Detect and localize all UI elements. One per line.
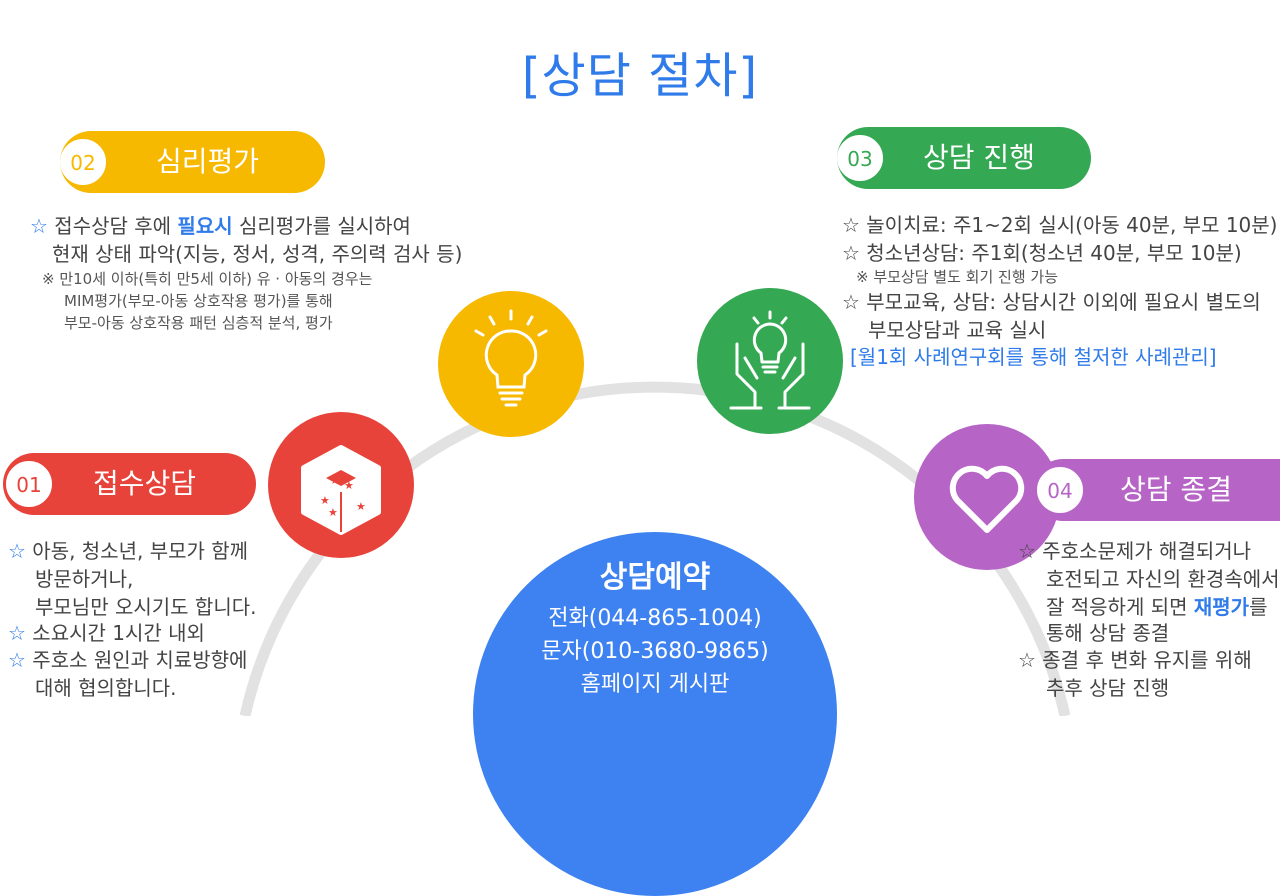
- svg-text:★: ★: [340, 470, 350, 483]
- step-02-note-3: 부모-아동 상호작용 패턴 심층적 분석, 평가: [64, 314, 333, 332]
- heart-icon: [949, 465, 1025, 533]
- step-01-label: 접수상담: [92, 467, 197, 500]
- step-03-note: ※ 부모상담 별도 회기 진행 가능: [856, 268, 1059, 286]
- reassessment-highlight: 재평가: [1193, 595, 1250, 619]
- step-03-line-2: ☆ 청소년상담: 주1회(청소년 40분, 부모 10분): [842, 241, 1242, 265]
- step-03-line-1: ☆ 놀이치료: 주1~2회 실시(아동 40분, 부모 10분): [842, 213, 1278, 237]
- step-01-badge: 01: [6, 461, 52, 507]
- svg-text:★: ★: [320, 494, 330, 507]
- step-03-line-5: [월1회 사례연구회를 통해 철저한 사례관리]: [850, 345, 1217, 369]
- svg-text:★: ★: [356, 500, 366, 513]
- step-04-line-6: 추후 상담 진행: [1046, 676, 1170, 700]
- page-title: [상담 절차]: [521, 48, 759, 104]
- step-03-circle: [697, 288, 843, 434]
- step-01-line-1: ☆ 아동, 청소년, 부모가 함께: [8, 539, 249, 563]
- step-04-label: 상담 종결: [1120, 473, 1232, 506]
- step-01-line-5: ☆ 주호소 원인과 치료방향에: [8, 648, 248, 672]
- step-02-line-2: 현재 상태 파악(지능, 정서, 성격, 주의력 검사 등): [52, 242, 463, 266]
- hands-lightbulb-icon: [729, 310, 811, 410]
- step-02-label: 심리평가: [155, 145, 260, 178]
- svg-text:★: ★: [328, 506, 338, 519]
- step-04-line-5: ☆ 종결 후 변화 유지를 위해: [1018, 648, 1252, 672]
- booking-circle: 상담예약 전화(044-865-1004) 문자(010-3680-9865) …: [473, 532, 837, 896]
- step-02-badge: 02: [60, 139, 106, 185]
- step-03-label: 상담 진행: [923, 141, 1035, 174]
- step-03-line-4: 부모상담과 교육 실시: [868, 318, 1047, 342]
- step-01-line-2: 방문하거나,: [35, 567, 134, 591]
- booking-phone: 전화(044-865-1004): [548, 606, 762, 631]
- step-04-line-3: 잘 적응하게 되면 재평가를: [1046, 595, 1268, 619]
- step-03-pill: 상담 진행 03: [837, 127, 1091, 189]
- step-04-line-4: 통해 상담 종결: [1046, 621, 1170, 645]
- booking-title: 상담예약: [599, 560, 711, 595]
- step-03-line-3: ☆ 부모교육, 상담: 상담시간 이외에 필요시 별도의: [842, 290, 1261, 314]
- step-01-circle: ★ ★ ★ ★ ★ ★: [268, 412, 414, 558]
- svg-text:★: ★: [344, 479, 354, 492]
- step-02-line-1: ☆ 접수상담 후에 필요시 심리평가를 실시하여: [30, 214, 411, 238]
- svg-text:★: ★: [330, 474, 340, 487]
- step-01-pill: 접수상담 01: [3, 453, 256, 515]
- step-04-pill: 상담 종결 04: [1032, 459, 1280, 521]
- step-01-line-6: 대해 협의합니다.: [35, 676, 177, 700]
- step-01-line-3: 부모님만 오시기도 합니다.: [35, 595, 257, 619]
- step-02-circle: [438, 291, 584, 437]
- step-04-line-2: 호전되고 자신의 환경속에서: [1046, 567, 1280, 591]
- step-04-line-1: ☆ 주호소문제가 해결되거나: [1018, 539, 1252, 563]
- booking-web: 홈페이지 게시판: [580, 672, 730, 697]
- step-02-note-1: ※ 만10세 이하(특히 만5세 이하) 유 · 아동의 경우는: [42, 270, 373, 288]
- lightbulb-icon: [474, 309, 548, 407]
- step-03-badge: 03: [837, 135, 883, 181]
- step-02-pill: 심리평가 02: [60, 131, 325, 193]
- step-02-note-2: MIM평가(부모-아동 상호작용 평가)를 통해: [64, 292, 333, 310]
- step-01-line-4: ☆ 소요시간 1시간 내외: [8, 621, 205, 645]
- booking-sms: 문자(010-3680-9865): [541, 639, 769, 664]
- needed-highlight: 필요시: [177, 214, 233, 238]
- step-04-badge: 04: [1037, 467, 1083, 513]
- dice-icon: ★ ★ ★ ★ ★ ★: [301, 445, 381, 535]
